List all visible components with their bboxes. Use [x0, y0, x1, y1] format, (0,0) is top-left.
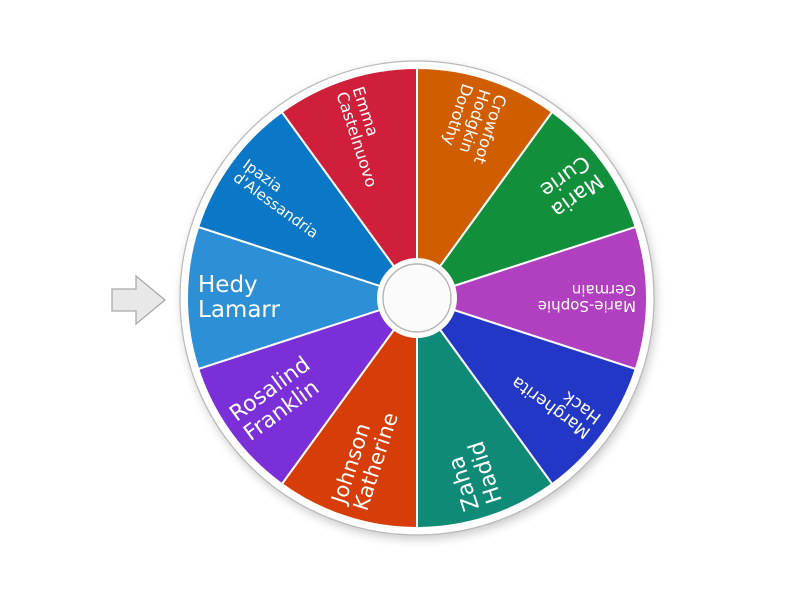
- wheel-segment[interactable]: [196, 296, 420, 486]
- spin-button[interactable]: [382, 263, 452, 333]
- pointer-arrow-icon: [111, 274, 167, 326]
- wheel-segment[interactable]: [186, 225, 421, 371]
- wheel-segment[interactable]: [414, 296, 638, 486]
- wheel-segment[interactable]: [280, 66, 418, 302]
- wheel-segment[interactable]: [416, 66, 554, 302]
- wheel-segment[interactable]: [414, 110, 638, 300]
- wheel-segment[interactable]: [416, 294, 554, 530]
- wheel-segment[interactable]: [413, 225, 648, 371]
- wheel-segment[interactable]: [280, 294, 418, 530]
- wheel-segment[interactable]: [196, 110, 420, 300]
